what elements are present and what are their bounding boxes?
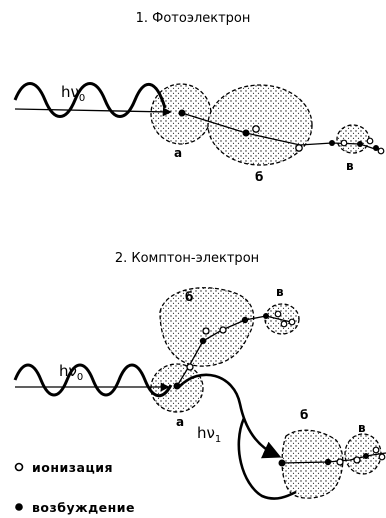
ionization-dot <box>220 327 226 333</box>
ionization-dot <box>379 454 385 460</box>
region-label-origin-a: а <box>176 415 184 429</box>
excitation-dot <box>263 313 269 319</box>
excitation-dot <box>243 130 250 137</box>
ionization-dot <box>341 140 347 146</box>
photon-arrow <box>15 109 170 112</box>
ionization-dot <box>337 459 343 465</box>
ionization-dot <box>354 457 360 463</box>
cluster-bottom-b <box>282 430 343 498</box>
ionization-dot <box>281 321 287 327</box>
ionization-dot <box>378 148 384 154</box>
excitation-dot <box>357 141 363 147</box>
region-label-top-v: в <box>276 285 284 299</box>
photon-in-wave <box>15 365 171 396</box>
region-label-b: б <box>255 170 263 184</box>
ionization-dot <box>203 328 209 334</box>
panel1-title: 1. Фотоэлектрон <box>136 11 251 26</box>
cluster-b <box>208 85 312 165</box>
cluster-top-v <box>265 304 299 334</box>
legend-ionization-label: ионизация <box>32 460 113 475</box>
region-label-v: в <box>346 159 354 173</box>
legend-ionization-icon <box>16 464 23 471</box>
region-label-top-b: б <box>185 290 193 304</box>
cluster-v <box>337 125 369 153</box>
excitation-dot <box>242 317 248 323</box>
ionization-dot <box>187 364 193 370</box>
region-label-bottom-b: б <box>300 408 308 422</box>
region-label-a: а <box>174 146 182 160</box>
excitation-dot <box>174 383 181 390</box>
excitation-dot <box>325 459 331 465</box>
ionization-dot <box>289 319 295 325</box>
photon-out-label: hν1 <box>197 424 221 445</box>
excitation-dot <box>329 140 335 146</box>
cluster-top-b <box>160 288 254 366</box>
ionization-dot <box>367 138 373 144</box>
region-label-bottom-v: в <box>358 421 366 435</box>
excitation-dot <box>363 453 369 459</box>
excitation-dot <box>200 338 206 344</box>
excitation-dot <box>279 460 286 467</box>
legend-excitation-icon <box>15 503 23 511</box>
legend-excitation-label: возбуждение <box>32 500 135 515</box>
excitation-dot <box>179 110 186 117</box>
panel2-title: 2. Комптон-электрон <box>115 251 259 266</box>
ionization-dot <box>275 311 281 317</box>
ionization-dot <box>373 447 379 453</box>
ionization-dot <box>253 126 259 132</box>
ionization-dot <box>296 145 302 151</box>
legend: ионизация возбуждение <box>15 460 135 515</box>
